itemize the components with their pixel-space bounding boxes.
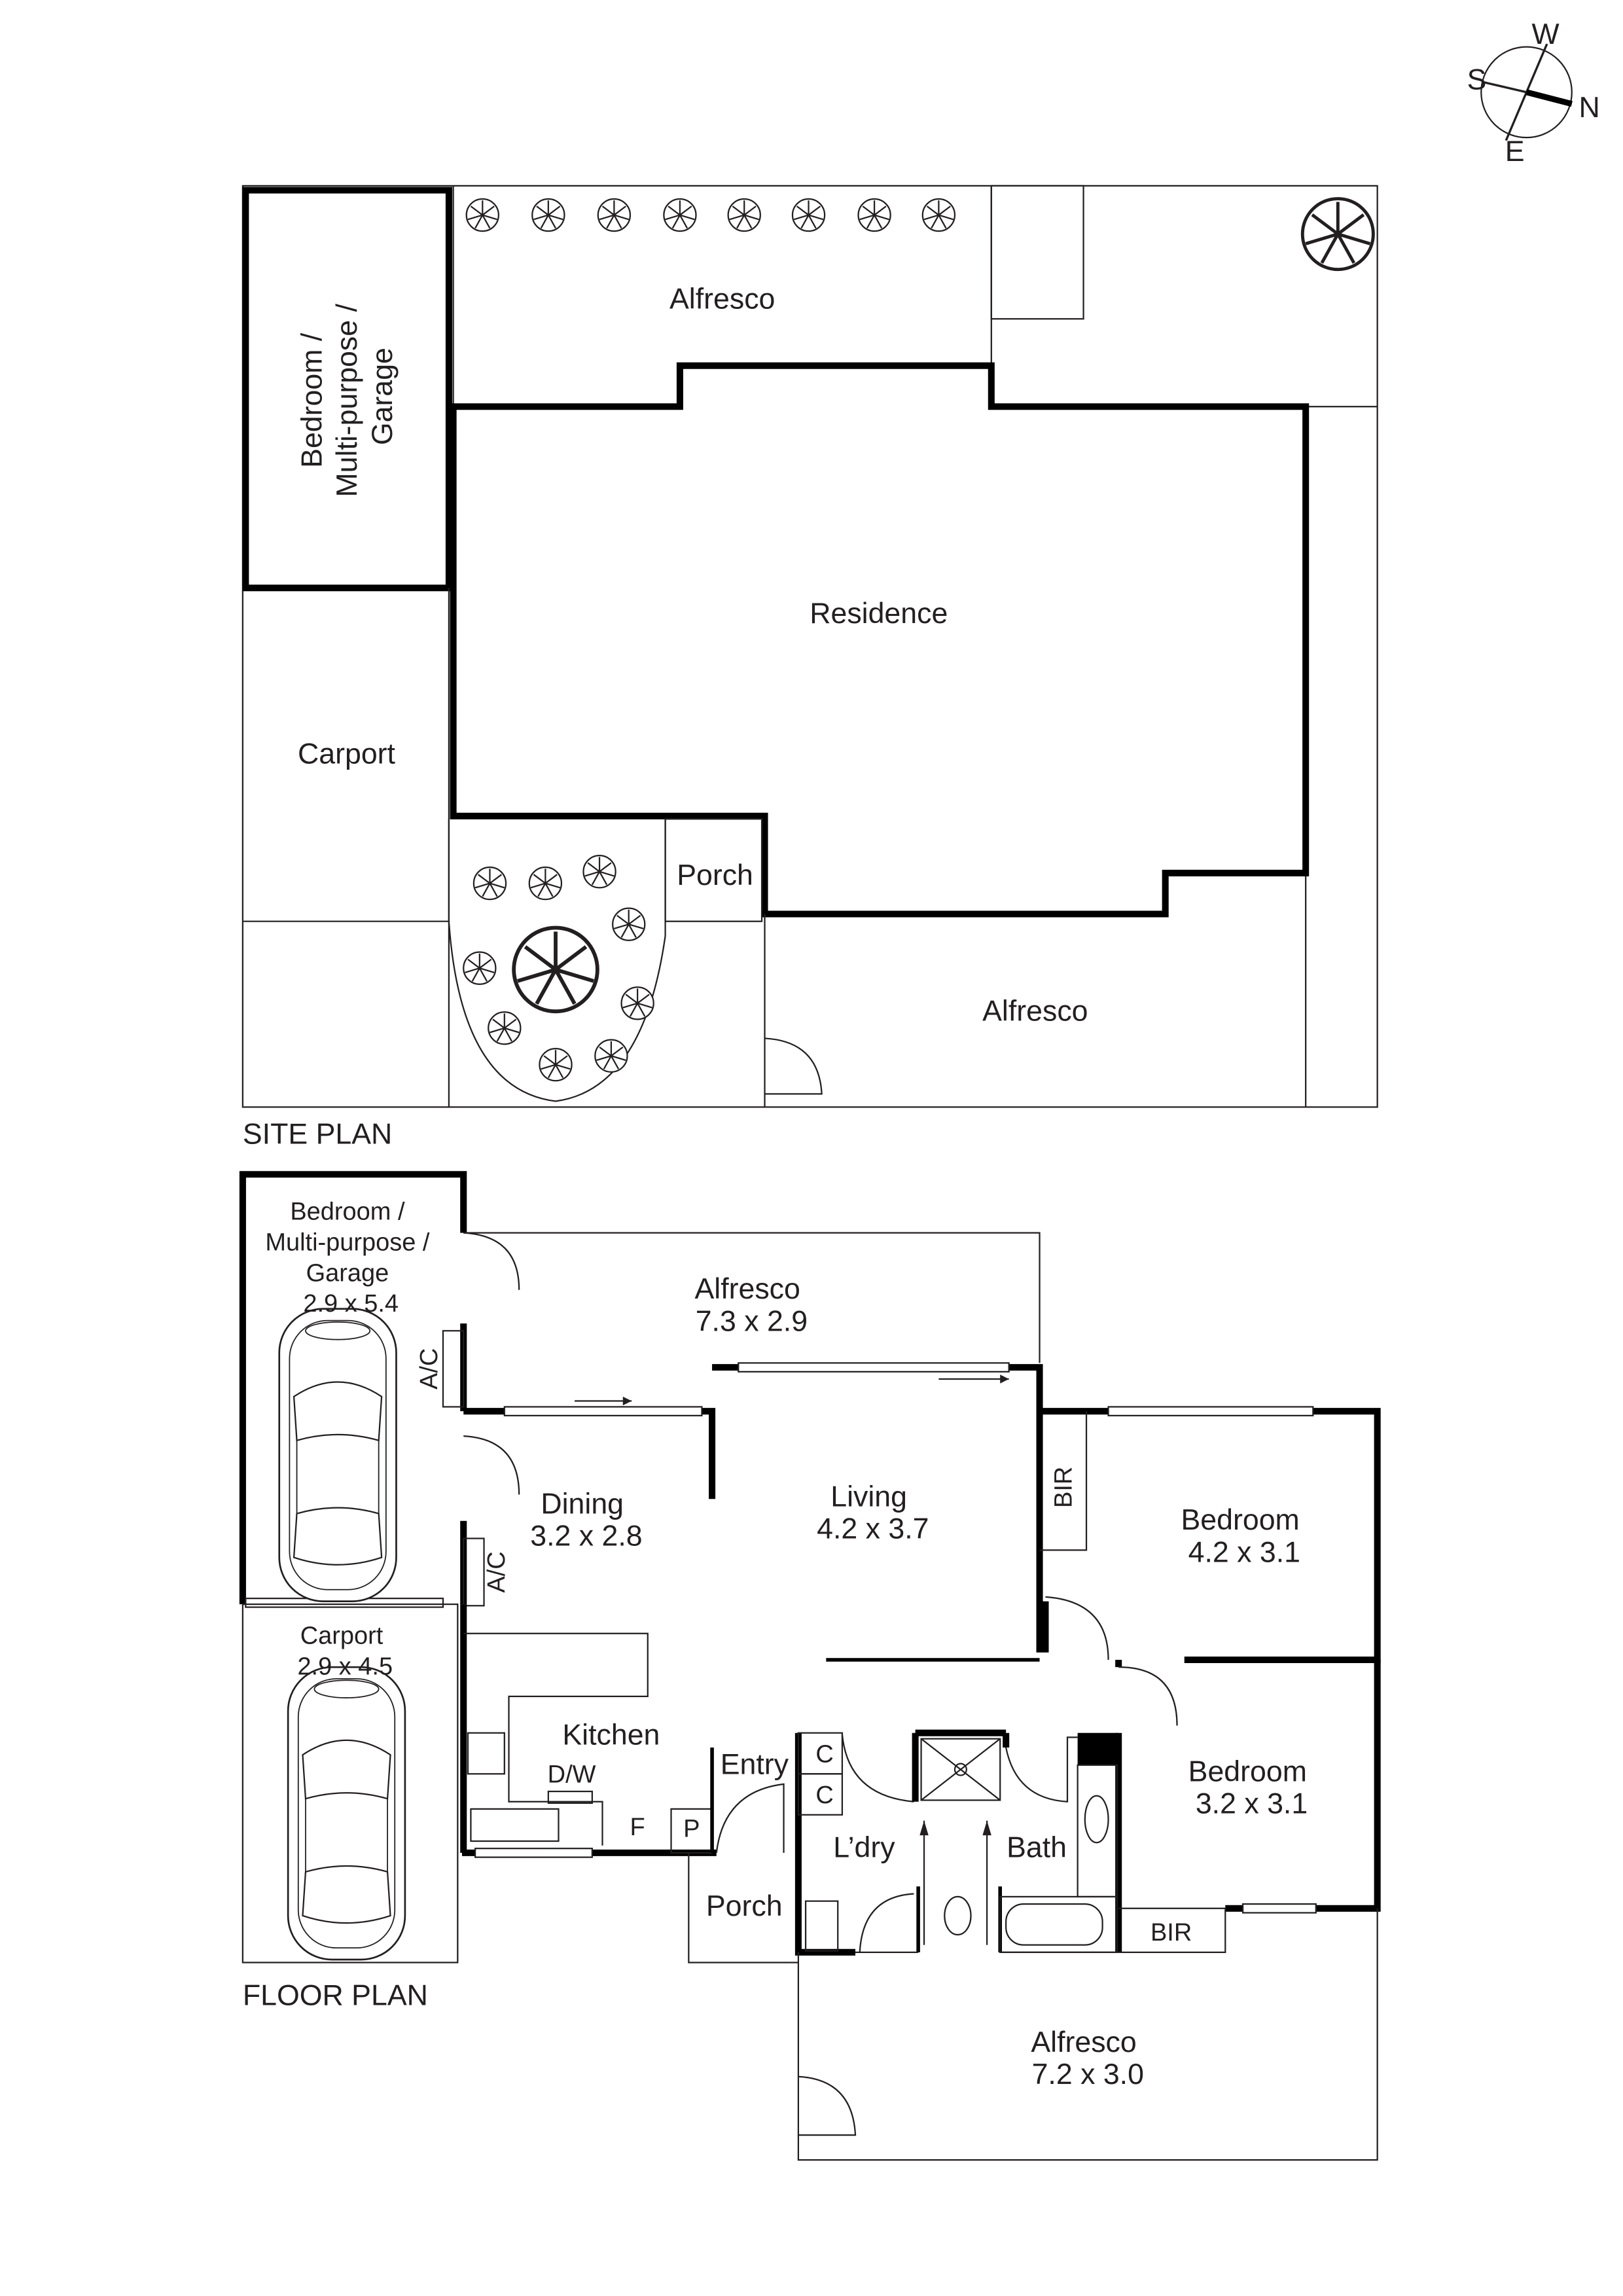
ac2-label: A/C [483,1551,510,1592]
garage-walls [239,1171,467,1605]
laundry-label: L’dry [833,1832,895,1864]
site-porch-label: Porch [677,859,753,891]
dining-label: Dining 3.2 x 2.8 [530,1488,642,1552]
washer-icon [804,1900,839,1952]
alfresco-bottom-label: Alfresco 7.2 x 3.0 [1031,2026,1145,2090]
door-icon [841,1734,914,1803]
site-carport-label: Carport [298,738,396,770]
carport-label: Carport 2.9 x 4.5 [297,1622,393,1680]
compass-north: N [1578,92,1599,124]
site-garage [242,187,452,592]
pantry-label: P [683,1815,700,1842]
dw-label: D/W [548,1761,596,1789]
kitchen-bench [463,1632,649,1846]
toilet-icon [944,1895,972,1936]
basin-icon [1084,1795,1109,1844]
compass-west: W [1531,18,1560,50]
kitchen-label: Kitchen [562,1719,660,1751]
cupboard-label: C [815,1740,833,1768]
living-label: Living 4.2 x 3.7 [817,1480,929,1545]
site-boundary [241,185,1378,1108]
car-icon [287,1666,406,1961]
ac1-label: A/C [416,1348,443,1390]
door-icon [859,1893,914,1952]
site-plan-title: SITE PLAN [243,1118,392,1150]
site-alfresco-top-label: Alfresco [669,283,775,315]
tree-icons [463,199,1373,1082]
door-icon [798,2075,857,2136]
door-icon [1118,1666,1178,1726]
site-plan: Bedroom / Multi-purpose / Garage Alfresc… [241,185,1378,1150]
door-icon [463,1435,520,1495]
cupboard-label: C [815,1782,833,1809]
porch-label: Porch [706,1890,783,1922]
bedroom2-label: Bedroom 3.2 x 3.1 [1188,1755,1315,1820]
shower-icon [920,1738,1001,1801]
door-icon [1045,1596,1109,1660]
compass-south: S [1467,63,1487,96]
compass: W S N E [1467,18,1600,168]
compass-east: E [1505,135,1525,168]
entry-label: Entry [721,1748,789,1780]
carport [241,1603,459,1964]
ac-unit [442,1330,465,1408]
door-icon [1005,1736,1078,1803]
bath-label: Bath [1007,1832,1067,1864]
garage-label: Bedroom / Multi-purpose / Garage 2.9 x 5… [265,1198,437,1318]
ac-unit [463,1537,485,1607]
site-garage-label: Bedroom / Multi-purpose / Garage [296,296,399,497]
cooktop-icon [467,1732,505,1775]
porch-outline [688,1852,798,1964]
fridge-label: F [630,1814,645,1841]
site-residence [450,362,1310,918]
bir1-label: BIR [1050,1467,1078,1508]
site-gate-icon [764,1037,823,1095]
door-icon [463,1232,520,1290]
bir2-label: BIR [1150,1919,1192,1946]
bedroom1-label: Bedroom 4.2 x 3.1 [1181,1504,1308,1568]
site-residence-label: Residence [810,598,948,630]
alfresco-top-outline [463,1232,1041,1363]
chimney-block [1077,1732,1119,1765]
floor-plan: Bedroom / Multi-purpose / Garage 2.9 x 5… [239,1171,1381,2161]
door-icon [715,1783,785,1854]
floor-plan-title: FLOOR PLAN [243,1979,428,2011]
alfresco-bottom-outline [797,1908,1378,2161]
compass-icon [1480,46,1573,139]
site-alfresco-bottom-label: Alfresco [982,996,1088,1028]
alfresco-top-label: Alfresco 7.3 x 2.9 [694,1273,808,1337]
sink-icon [470,1808,560,1842]
car-icon [278,1308,397,1602]
